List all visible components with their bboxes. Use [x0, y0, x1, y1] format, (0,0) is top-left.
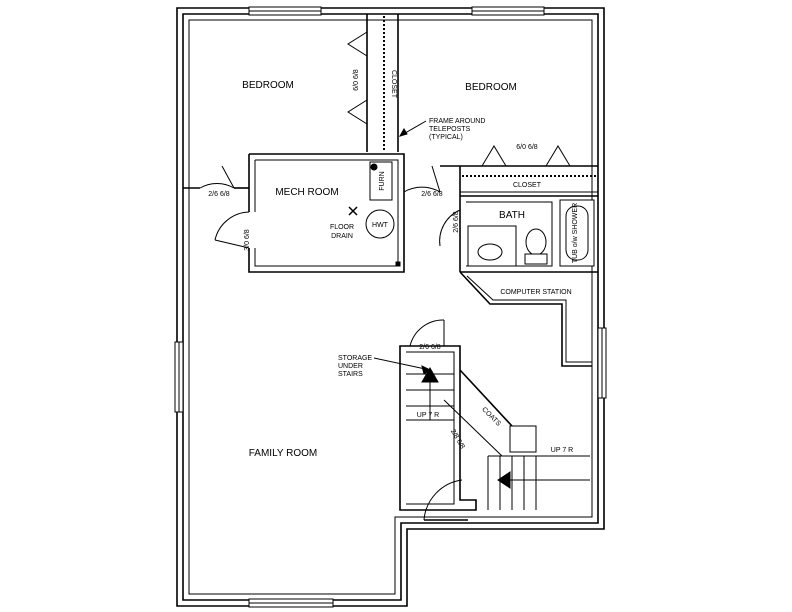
- frame-note-3: (TYPICAL): [429, 134, 463, 141]
- storage-note-1: STORAGE: [338, 355, 372, 362]
- furnace-box: [369, 161, 393, 201]
- door-size-bath: 2/6 6/8: [453, 211, 460, 233]
- storage-note-3: STAIRS: [338, 371, 363, 378]
- annotation-labels: FRAME AROUND TELEPOSTS (TYPICAL) STORAGE…: [338, 118, 485, 378]
- floor-drain-label-2: DRAIN: [331, 233, 353, 240]
- door-size-bedroom-left: 2/6 6/8: [208, 191, 230, 198]
- stair-label-lower: UP 7 R: [551, 447, 573, 454]
- coats-label: COATS: [480, 406, 502, 428]
- sink-icon: [477, 243, 503, 261]
- door-size-closet-right: 6/0 6/8: [516, 144, 538, 151]
- door-size-stair: 2/8 6/8: [449, 428, 466, 450]
- furnace-label: FURN: [379, 171, 386, 190]
- exterior-walls: [176, 7, 605, 607]
- hwt-label: HWT: [372, 222, 389, 229]
- room-label-bedroom-left: BEDROOM: [242, 80, 294, 91]
- floor-drain-label-1: FLOOR: [330, 224, 354, 231]
- stair-labels: UP 7 R UP 7 R: [417, 412, 573, 454]
- room-label-bedroom-right: BEDROOM: [465, 82, 517, 93]
- room-label-bath: BATH: [499, 210, 525, 221]
- storage-note-2: UNDER: [338, 363, 363, 370]
- furnace-flue-icon: [370, 163, 378, 171]
- closet-label-horizontal: CLOSET: [513, 182, 542, 189]
- doors: [199, 31, 571, 521]
- fixtures: [348, 120, 595, 375]
- toilet-icon: [525, 228, 547, 256]
- door-size-storage: 2/6 6/8: [419, 344, 441, 351]
- frame-note-1: FRAME AROUND: [429, 118, 485, 125]
- hot-water-tank-icon: [365, 209, 395, 239]
- door-size-closet-left: 6/0 6/8: [353, 69, 360, 91]
- stairs: [406, 366, 590, 510]
- stair-label-upper: UP 7 R: [417, 412, 439, 419]
- closet-label-vertical: CLOSET: [390, 70, 397, 99]
- floor-drain-icon: [348, 206, 358, 216]
- door-size-mech: 3/0 6/8: [244, 229, 251, 251]
- frame-note-2: TELEPOSTS: [429, 126, 471, 133]
- door-size-bedroom-right: 2/6 6/8: [421, 191, 443, 198]
- windows: [174, 6, 607, 608]
- room-label-family: FAMILY ROOM: [249, 448, 318, 459]
- tub-label: TUB o/w SHOWER: [572, 203, 579, 263]
- computer-station-label: COMPUTER STATION: [500, 289, 571, 296]
- room-label-mech: MECH ROOM: [275, 187, 338, 198]
- room-labels: BEDROOM BEDROOM MECH ROOM BATH FAMILY RO…: [242, 80, 525, 459]
